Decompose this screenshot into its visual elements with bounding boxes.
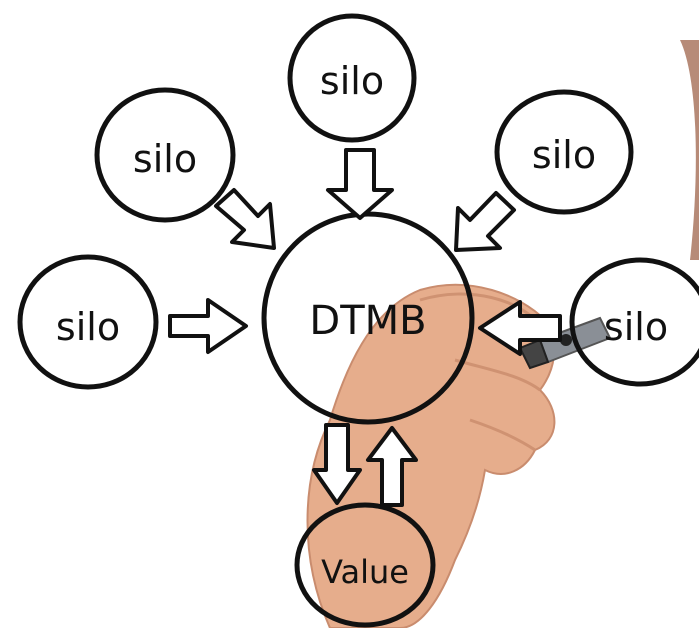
arrow-left-to-hub [168,298,248,354]
silo-node-upper-left: silo [94,87,236,223]
value-node: Value [294,502,436,628]
silo-node-upper-right: silo [494,89,634,215]
silo-node-top: silo [287,13,417,143]
silo-label-left: silo [56,305,120,349]
value-label: Value [321,553,409,591]
hub-node: DTMB [261,211,475,425]
arrow-right-to-hub [478,300,562,356]
arrow-hub-to-value [312,423,362,505]
silo-label-top: silo [320,59,384,103]
hub-label: DTMB [309,298,426,344]
silo-label-upper-left: silo [133,137,197,181]
silo-label-upper-right: silo [532,133,596,177]
arrow-value-to-hub [366,426,418,507]
arrow-upper-left-to-hub [214,188,276,250]
silo-node-right: silo [569,257,699,387]
silo-label-right: silo [604,305,668,349]
arrow-top-to-hub [326,148,394,220]
arrow-upper-right-to-hub [454,191,516,252]
silo-node-left: silo [17,254,159,390]
